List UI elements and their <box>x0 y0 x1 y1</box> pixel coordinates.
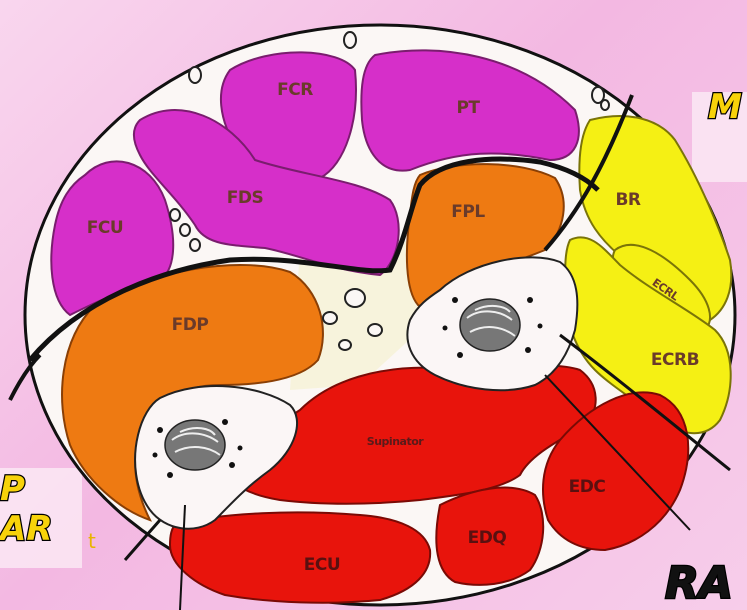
fdp-label: FDP <box>172 315 209 335</box>
fcr-label: FCR <box>277 80 313 100</box>
edq-label: EDQ <box>468 528 507 548</box>
median-callout-fragment: M <box>708 87 742 127</box>
ecrb-label: ECRB <box>651 350 699 370</box>
ecu-label: ECU <box>304 555 340 575</box>
fds-label: FDS <box>227 188 263 208</box>
edc-label: EDC <box>569 477 606 497</box>
supinator-label: Supinator <box>367 435 424 448</box>
fpl-label: FPL <box>451 202 485 222</box>
pt-label: PT <box>456 98 480 118</box>
left-callout-small: t <box>88 529 96 553</box>
fcu-label: FCU <box>87 218 123 238</box>
left-callout-line1: P <box>0 469 25 509</box>
left-callout-line2: AR <box>0 509 53 549</box>
br-label: BR <box>615 190 640 210</box>
ecu-muscle <box>170 512 430 602</box>
radius-callout-fragment: RA <box>665 558 733 609</box>
